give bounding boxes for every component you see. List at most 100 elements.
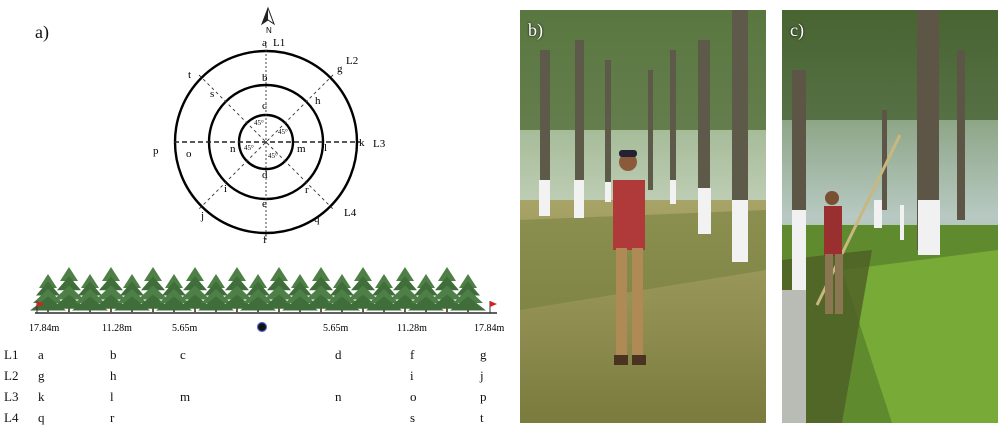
tree-icon bbox=[57, 276, 81, 291]
tree-icon bbox=[387, 294, 423, 309]
point-label: f bbox=[263, 234, 267, 246]
tree-icon bbox=[264, 285, 294, 300]
tree-icon bbox=[78, 281, 102, 296]
tree-icon bbox=[246, 281, 270, 296]
tree-icon bbox=[99, 276, 123, 291]
tree-icon bbox=[225, 276, 249, 291]
tree-icon bbox=[228, 267, 246, 281]
tree-icon bbox=[267, 276, 291, 291]
flag-icon bbox=[36, 301, 44, 313]
table-cell: g bbox=[38, 367, 45, 383]
tree-icon bbox=[372, 281, 396, 296]
photo-b-image bbox=[520, 10, 766, 423]
table-cell: o bbox=[410, 388, 417, 404]
point-label: q bbox=[314, 213, 320, 225]
table-cell bbox=[335, 365, 410, 386]
angle-label: 45° bbox=[268, 152, 278, 160]
tree-icon bbox=[450, 296, 486, 311]
tree-icon bbox=[351, 276, 375, 291]
person-figure bbox=[613, 150, 646, 365]
tree-icon bbox=[54, 285, 84, 300]
transect-label-l2: L2 bbox=[346, 55, 358, 67]
point-label: t bbox=[188, 69, 191, 81]
tree-icon bbox=[309, 276, 333, 291]
point-label: g bbox=[337, 63, 343, 75]
table-cell: f bbox=[410, 346, 415, 362]
person-figure bbox=[824, 191, 843, 314]
tree-icon bbox=[186, 267, 204, 281]
point-label: m bbox=[297, 143, 306, 155]
panel-a-label: a) bbox=[35, 22, 49, 42]
point-label: o bbox=[186, 148, 192, 160]
tree-icon bbox=[435, 276, 459, 291]
angle-label: 45° bbox=[244, 144, 254, 152]
distance-label: 5.65m bbox=[172, 323, 198, 334]
row-line-label: L1 bbox=[4, 346, 19, 362]
tree-icon bbox=[288, 281, 312, 296]
table-cell: k bbox=[38, 388, 45, 404]
tree-icon bbox=[303, 294, 339, 309]
table-cell: t bbox=[480, 409, 484, 425]
table-cell: m bbox=[180, 388, 191, 404]
tree-icon bbox=[93, 294, 129, 309]
plot-diagram: N L1 L2 L3 L4 a g k q f t p j b h l r e … bbox=[29, 6, 505, 334]
row-line-label: L4 bbox=[4, 409, 19, 425]
tree-icon bbox=[141, 276, 165, 291]
panel-c-label: c) bbox=[790, 20, 804, 40]
point-label: b bbox=[262, 72, 268, 84]
row-line-label: L3 bbox=[4, 388, 19, 404]
tree-icon bbox=[396, 267, 414, 281]
table-cell: g bbox=[480, 346, 487, 362]
point-label: i bbox=[224, 183, 227, 195]
tree-icon bbox=[102, 267, 120, 281]
table-cell: q bbox=[38, 409, 45, 425]
tree-icon bbox=[144, 267, 162, 281]
table-cell: s bbox=[410, 409, 416, 425]
table-cell bbox=[180, 407, 260, 428]
tree-icon bbox=[429, 294, 465, 309]
tree-icon bbox=[390, 285, 420, 300]
point-label: e bbox=[262, 198, 267, 210]
flag-icon bbox=[489, 301, 497, 313]
tree-icon bbox=[459, 274, 477, 288]
transect-label-l1: L1 bbox=[273, 37, 285, 49]
tree-icon bbox=[81, 274, 99, 288]
distance-label: 5.65m bbox=[323, 323, 349, 334]
tree-icon bbox=[312, 267, 330, 281]
transect-line-l2 bbox=[198, 74, 334, 210]
point-label: c bbox=[262, 100, 267, 112]
table-cell bbox=[260, 344, 335, 365]
table-cell: d bbox=[335, 346, 342, 362]
tree-icon bbox=[249, 274, 267, 288]
table-cell: r bbox=[110, 409, 115, 425]
panel-b-label: b) bbox=[528, 20, 543, 40]
tree-icon bbox=[51, 294, 87, 309]
table-cell: h bbox=[110, 367, 117, 383]
table-cell bbox=[260, 386, 335, 407]
tree-icon bbox=[123, 274, 141, 288]
table-cell: c bbox=[180, 346, 186, 362]
tree-icon bbox=[261, 294, 297, 309]
photo-c: c) bbox=[782, 10, 998, 423]
tree-icon bbox=[60, 267, 78, 281]
photo-c-image bbox=[782, 10, 998, 423]
angle-label: 45° bbox=[278, 128, 288, 136]
tree-icon bbox=[306, 285, 336, 300]
photo-b: b) bbox=[520, 10, 766, 423]
tree-icon bbox=[270, 267, 288, 281]
point-label: l bbox=[324, 142, 327, 154]
tree-icon bbox=[453, 289, 483, 303]
tree-icon bbox=[438, 267, 456, 281]
tree-icon bbox=[183, 276, 207, 291]
tree-icon bbox=[432, 285, 462, 300]
table-cell: a bbox=[38, 346, 44, 362]
center-point-icon bbox=[256, 321, 268, 333]
point-label: j bbox=[200, 210, 204, 222]
transect-line-l4 bbox=[198, 74, 334, 210]
table-cell bbox=[180, 365, 260, 386]
point-label: a bbox=[262, 37, 267, 49]
tree-icon bbox=[96, 285, 126, 300]
table-cell bbox=[260, 365, 335, 386]
